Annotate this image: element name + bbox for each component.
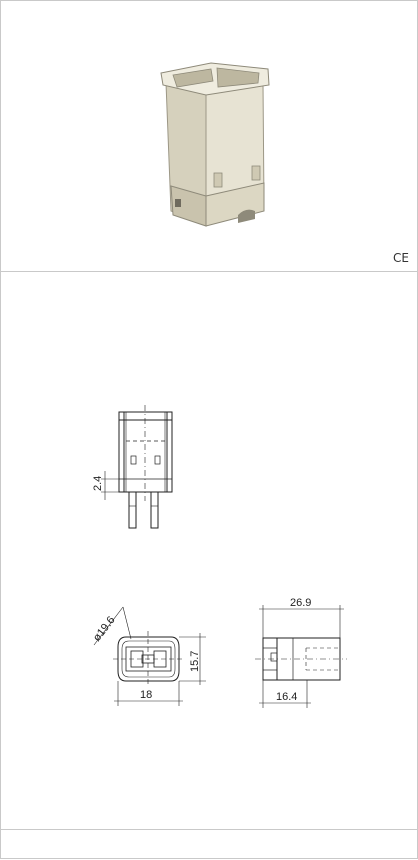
dim-top-partial: 16.4: [276, 691, 297, 703]
section-divider-bottom: [1, 829, 417, 830]
dim-diameter: ø19.6: [91, 614, 118, 644]
dim-front-width: 18: [140, 689, 152, 701]
dim-top-length: 26.9: [290, 597, 311, 609]
section-divider-top: [1, 271, 417, 272]
dim-front-height: 15.7: [189, 651, 201, 672]
product-render: [160, 62, 270, 227]
dim-side-height: 2.4: [92, 476, 104, 491]
ce-mark: CE: [393, 251, 409, 265]
